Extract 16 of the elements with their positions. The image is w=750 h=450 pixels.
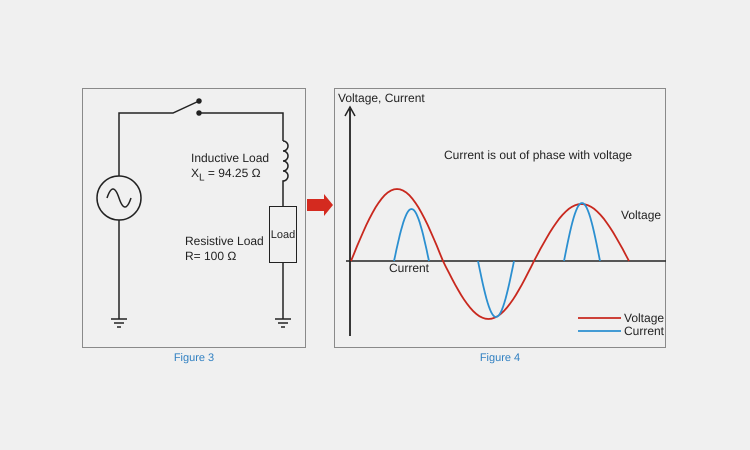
- component-label: Resistive Load: [185, 234, 264, 248]
- legend-label: Current: [624, 324, 664, 338]
- reactance-value: X$_{L}$ = 94.25 Ω: [191, 166, 261, 186]
- circuit-panel: [82, 88, 306, 348]
- component-label: Inductive Load: [191, 151, 270, 165]
- axis-title: Voltage, Current: [338, 91, 425, 105]
- load-box: Load: [269, 206, 297, 263]
- graph-panel: [334, 88, 666, 348]
- legend-label: Voltage: [624, 311, 664, 325]
- curve-label: Current: [389, 261, 430, 275]
- figure-caption: Figure 3: [172, 352, 216, 364]
- graph-note: Current is out of phase with voltage: [444, 148, 632, 162]
- curve-label: Voltage: [621, 208, 662, 222]
- figure-caption: Figure 4: [478, 352, 522, 364]
- resistance-value: R= 100 Ω: [185, 249, 236, 263]
- arrow: [307, 194, 333, 216]
